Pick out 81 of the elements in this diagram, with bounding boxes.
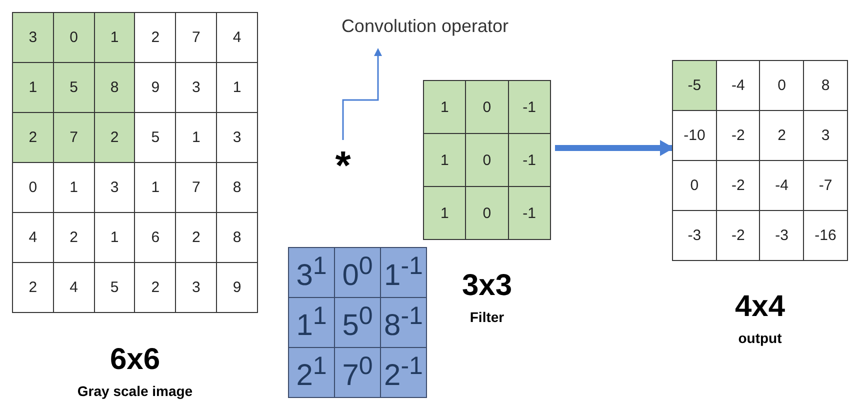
grid-cell: 5 xyxy=(134,112,176,162)
matrix-caption: output xyxy=(737,330,783,346)
grid-cell: 0$^{0}$ xyxy=(334,248,380,298)
grid-cell: 1$^{1}$ xyxy=(288,298,334,348)
grid-cell: 2 xyxy=(12,112,54,162)
grid-cell: -4 xyxy=(760,160,804,210)
arrow xyxy=(555,140,674,156)
grid-cell: -16 xyxy=(804,210,848,260)
grid-cell: -5 xyxy=(672,60,716,110)
grid-cell: 2$^{-1}$ xyxy=(380,348,426,398)
grid-cell: 1 xyxy=(216,62,258,112)
grid-cell: 2 xyxy=(94,112,135,162)
grid-cell: 3$^{1}$ xyxy=(288,248,334,298)
grid-cell: 0 xyxy=(466,186,508,240)
matrix-size: 3x3 xyxy=(460,268,514,302)
grid-cell: -2 xyxy=(716,210,760,260)
grid-cell: 8 xyxy=(216,162,258,212)
grid-cell: 1 xyxy=(12,62,54,112)
grid-cell: 2$^{1}$ xyxy=(288,348,334,398)
grid-cell: -3 xyxy=(672,210,716,260)
grid-cell: 4 xyxy=(53,262,94,312)
grid-cell: 2 xyxy=(53,212,94,262)
grid-cell: -3 xyxy=(760,210,804,260)
grid-cell: 8 xyxy=(94,62,135,112)
grid-cell: 8 xyxy=(804,60,848,110)
grid-cell: 3 xyxy=(94,162,135,212)
matrix-caption: Filter xyxy=(468,308,506,324)
operator-label: Convolution operator xyxy=(330,12,520,40)
grid-cell: -10 xyxy=(672,110,716,160)
grid-cell: -1 xyxy=(508,80,550,134)
matrix-caption: Gray scale image xyxy=(76,383,194,399)
grid-cell: 8 xyxy=(216,212,258,262)
grid-cell: 2 xyxy=(760,110,804,160)
grid-cell: 7 xyxy=(176,12,217,62)
grid-cell: 7 xyxy=(176,162,217,212)
grid-cell: -2 xyxy=(716,110,760,160)
grid-cell: 4 xyxy=(12,212,54,262)
grid-cell: 0 xyxy=(672,160,716,210)
grid-cell: 0 xyxy=(12,162,54,212)
grid-cell: 8$^{-1}$ xyxy=(380,298,426,348)
grid-cell: -1 xyxy=(508,186,550,240)
grid-cell: 1 xyxy=(424,80,466,134)
grid-cell: 9 xyxy=(216,262,258,312)
grid-cell: 5$^{0}$ xyxy=(334,298,380,348)
matrix-figure xyxy=(12,12,258,402)
grid-cell: 3 xyxy=(176,262,217,312)
grid-cell: 3 xyxy=(176,62,217,112)
grid-cell: 0 xyxy=(53,12,94,62)
grid-cell: 1 xyxy=(94,12,135,62)
grid-cell: 2 xyxy=(134,262,176,312)
grid-cell: 6 xyxy=(134,212,176,262)
grid-cell: 1$^{-1}$ xyxy=(380,248,426,298)
grid-cell: 1 xyxy=(53,162,94,212)
grid-cell: 1 xyxy=(424,186,466,240)
grid-cell: 7 xyxy=(53,112,94,162)
grid-cell: 0 xyxy=(760,60,804,110)
grid-cell: 1 xyxy=(134,162,176,212)
grid-cell: 9 xyxy=(134,62,176,112)
grid-cell: -2 xyxy=(716,160,760,210)
leader-line xyxy=(342,48,382,140)
grid-cell: 3 xyxy=(804,110,848,160)
grid-cell: 2 xyxy=(134,12,176,62)
grid-cell: 1 xyxy=(94,212,135,262)
grid-cell: 5 xyxy=(94,262,135,312)
grid-cell: 7$^{0}$ xyxy=(334,348,380,398)
grid-cell: 2 xyxy=(12,262,54,312)
matrix-size: 4x4 xyxy=(734,290,786,324)
grid-cell: 5 xyxy=(53,62,94,112)
grid-cell: 2 xyxy=(176,212,217,262)
matrix-size: 6x6 xyxy=(108,343,162,377)
grid-cell: -1 xyxy=(508,134,550,186)
grid-cell: 3 xyxy=(216,112,258,162)
convolution-symbol: * xyxy=(328,140,358,180)
grid-cell: 1 xyxy=(424,134,466,186)
grid-cell: 1 xyxy=(176,112,217,162)
grid-cell: -7 xyxy=(804,160,848,210)
grid-cell: -4 xyxy=(716,60,760,110)
grid-cell: 0 xyxy=(466,80,508,134)
grid-cell: 4 xyxy=(216,12,258,62)
grid-cell: 3 xyxy=(12,12,54,62)
grid-cell: 0 xyxy=(466,134,508,186)
